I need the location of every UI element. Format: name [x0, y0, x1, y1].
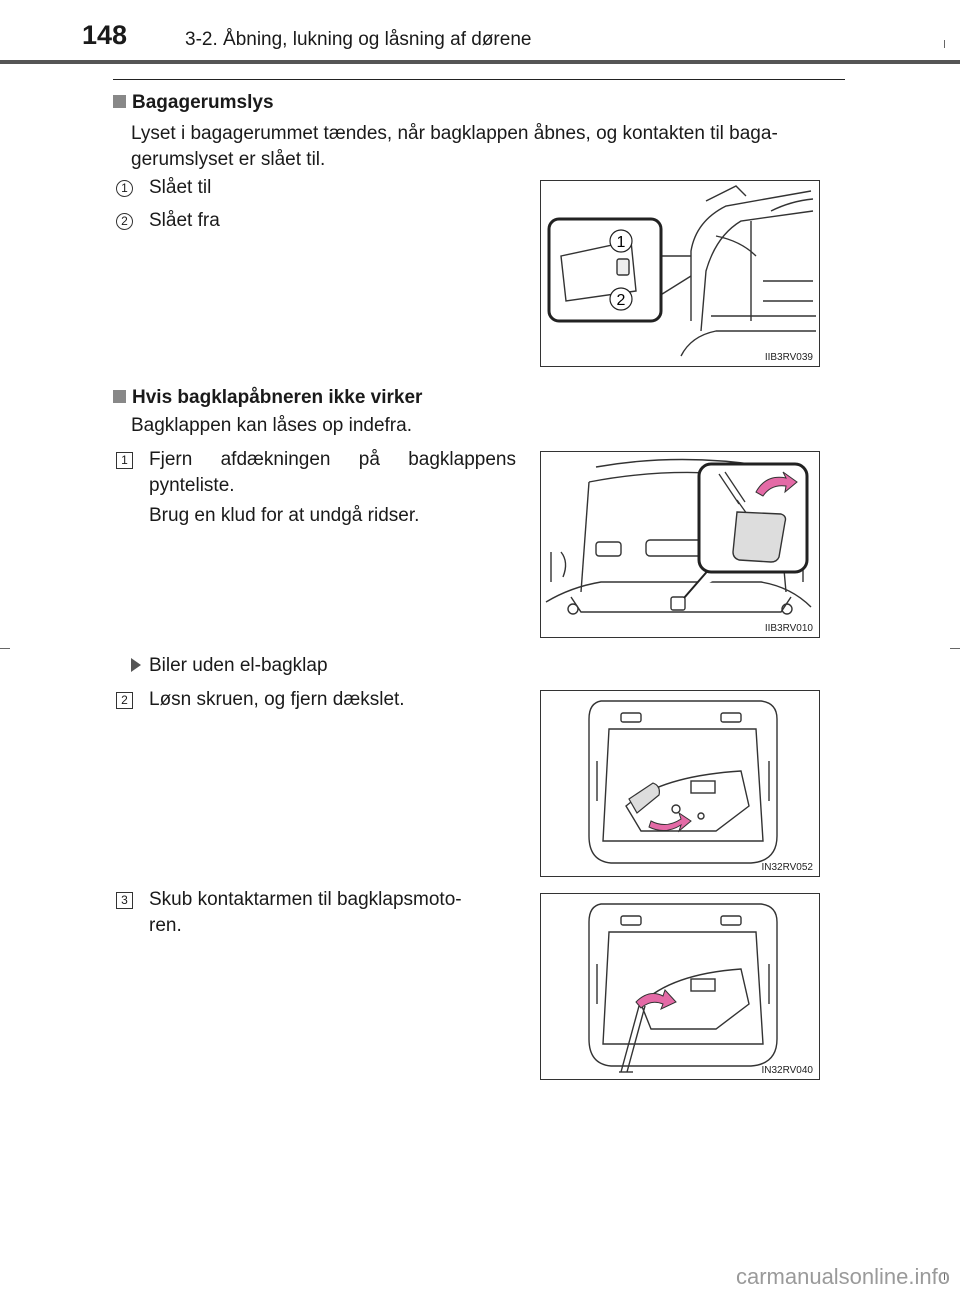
bullet-square-icon: [113, 390, 126, 403]
figure-code: IN32RV052: [761, 862, 813, 873]
step-number-badge: 2: [116, 692, 133, 709]
subheading-no-power-tailgate: Biler uden el-bagklap: [131, 653, 328, 679]
step-number-badge: 1: [116, 452, 133, 469]
step-text: Skub kontaktarmen til bagklapsmoto- ren.: [149, 889, 462, 936]
step-text: Løsn skruen, og fjern dækslet.: [149, 689, 405, 710]
item-number-badge: 2: [116, 213, 133, 230]
figure-code: IIB3RV010: [764, 623, 813, 634]
chapter-title: 3-2. Åbning, lukning og låsning af døren…: [185, 29, 532, 50]
step-number-badge: 3: [116, 892, 133, 909]
figure-code: IIB3RV039: [764, 352, 813, 363]
item-text: Slået fra: [149, 210, 220, 231]
section-body: Bagklappen kan låses op indefra.: [131, 415, 412, 436]
step-text: Fjern afdækningen på bagklappens pynteli…: [149, 449, 516, 496]
figure-push-lever: IN32RV040: [540, 893, 820, 1080]
section-title: Hvis bagklapåbneren ikke virker: [132, 387, 423, 408]
crop-mark: [944, 40, 945, 48]
section-heading-luggage-light: Bagagerumslys: [113, 92, 274, 114]
figure-code: IN32RV040: [761, 1065, 813, 1076]
page-number: 148: [82, 20, 128, 50]
crop-mark: [944, 1272, 945, 1280]
bullet-square-icon: [113, 95, 126, 108]
item-number-badge: 1: [116, 180, 133, 197]
callout-2: 2: [617, 292, 626, 309]
header-rule: [113, 79, 845, 80]
section-heading-opener-fault: Hvis bagklapåbneren ikke virker: [113, 387, 422, 409]
section-title: Bagagerumslys: [132, 92, 274, 113]
crop-mark: [0, 648, 10, 649]
step-note: Brug en klud for at undgå ridser.: [149, 505, 420, 526]
section-body: Lyset i bagagerummet tændes, når bagklap…: [131, 123, 778, 170]
header-bar: [0, 60, 960, 64]
triangle-bullet-icon: [131, 658, 141, 672]
figure-loosen-screw: IN32RV052: [540, 690, 820, 877]
figure-luggage-light-switch: 1 2 IIB3RV039: [540, 180, 820, 367]
crop-mark: [950, 648, 960, 649]
callout-1: 1: [617, 234, 626, 251]
watermark: carmanualsonline.info: [735, 1264, 950, 1289]
item-text: Slået til: [149, 177, 212, 198]
figure-tailgate-trim-cover: IIB3RV010: [540, 451, 820, 638]
subheading-text: Biler uden el-bagklap: [149, 655, 328, 676]
